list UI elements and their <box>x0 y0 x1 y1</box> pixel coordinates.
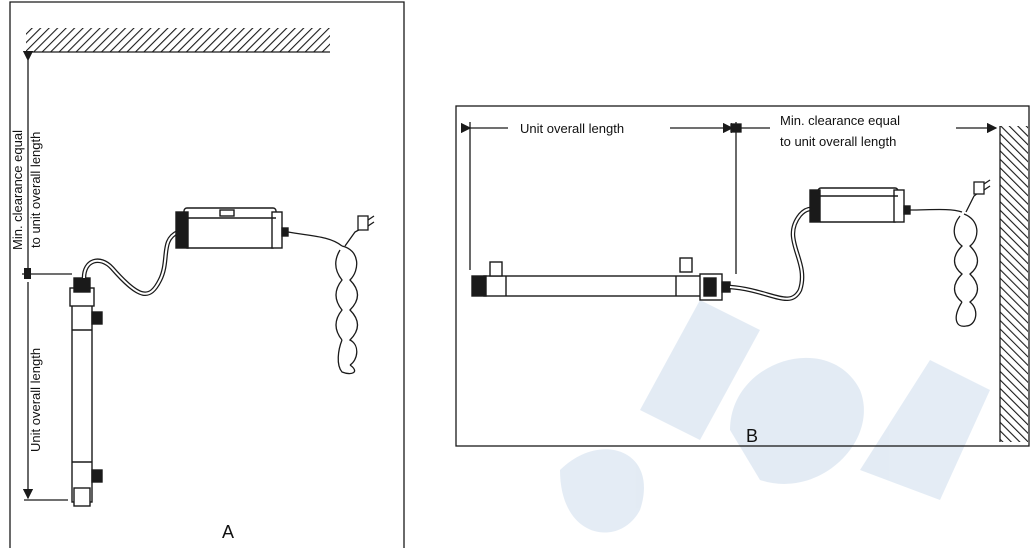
diagram-a: Min. clearance equal to unit overall len… <box>9 1 405 548</box>
clearance-dimension-b <box>730 122 998 274</box>
uv-chamber-vertical <box>69 277 103 507</box>
wall-hatch <box>999 126 1028 442</box>
power-cord-b <box>909 179 991 327</box>
clearance-label-b-line2: to unit overall length <box>780 134 896 149</box>
length-dimension-b <box>460 122 734 270</box>
clearance-label-a-line1: Min. clearance equal <box>10 130 25 250</box>
panel-letter-a: A <box>222 522 234 542</box>
length-label-b: Unit overall length <box>520 121 624 136</box>
clearance-label-b-line1: Min. clearance equal <box>780 113 900 128</box>
power-cord-a <box>287 215 375 375</box>
clearance-dimension-a <box>22 50 72 279</box>
ballast-a <box>175 207 289 249</box>
diagram-b: Unit overall length Min. clearance equal… <box>455 105 1030 447</box>
ceiling-hatch <box>26 28 330 53</box>
watermark <box>560 300 990 533</box>
clearance-label-a-line2: to unit overall length <box>28 132 43 248</box>
length-label-a: Unit overall length <box>28 348 43 452</box>
uv-chamber-horizontal <box>471 257 731 301</box>
ballast-b <box>809 187 911 223</box>
panel-letter-b: B <box>746 426 758 446</box>
length-dimension-a <box>22 282 68 501</box>
